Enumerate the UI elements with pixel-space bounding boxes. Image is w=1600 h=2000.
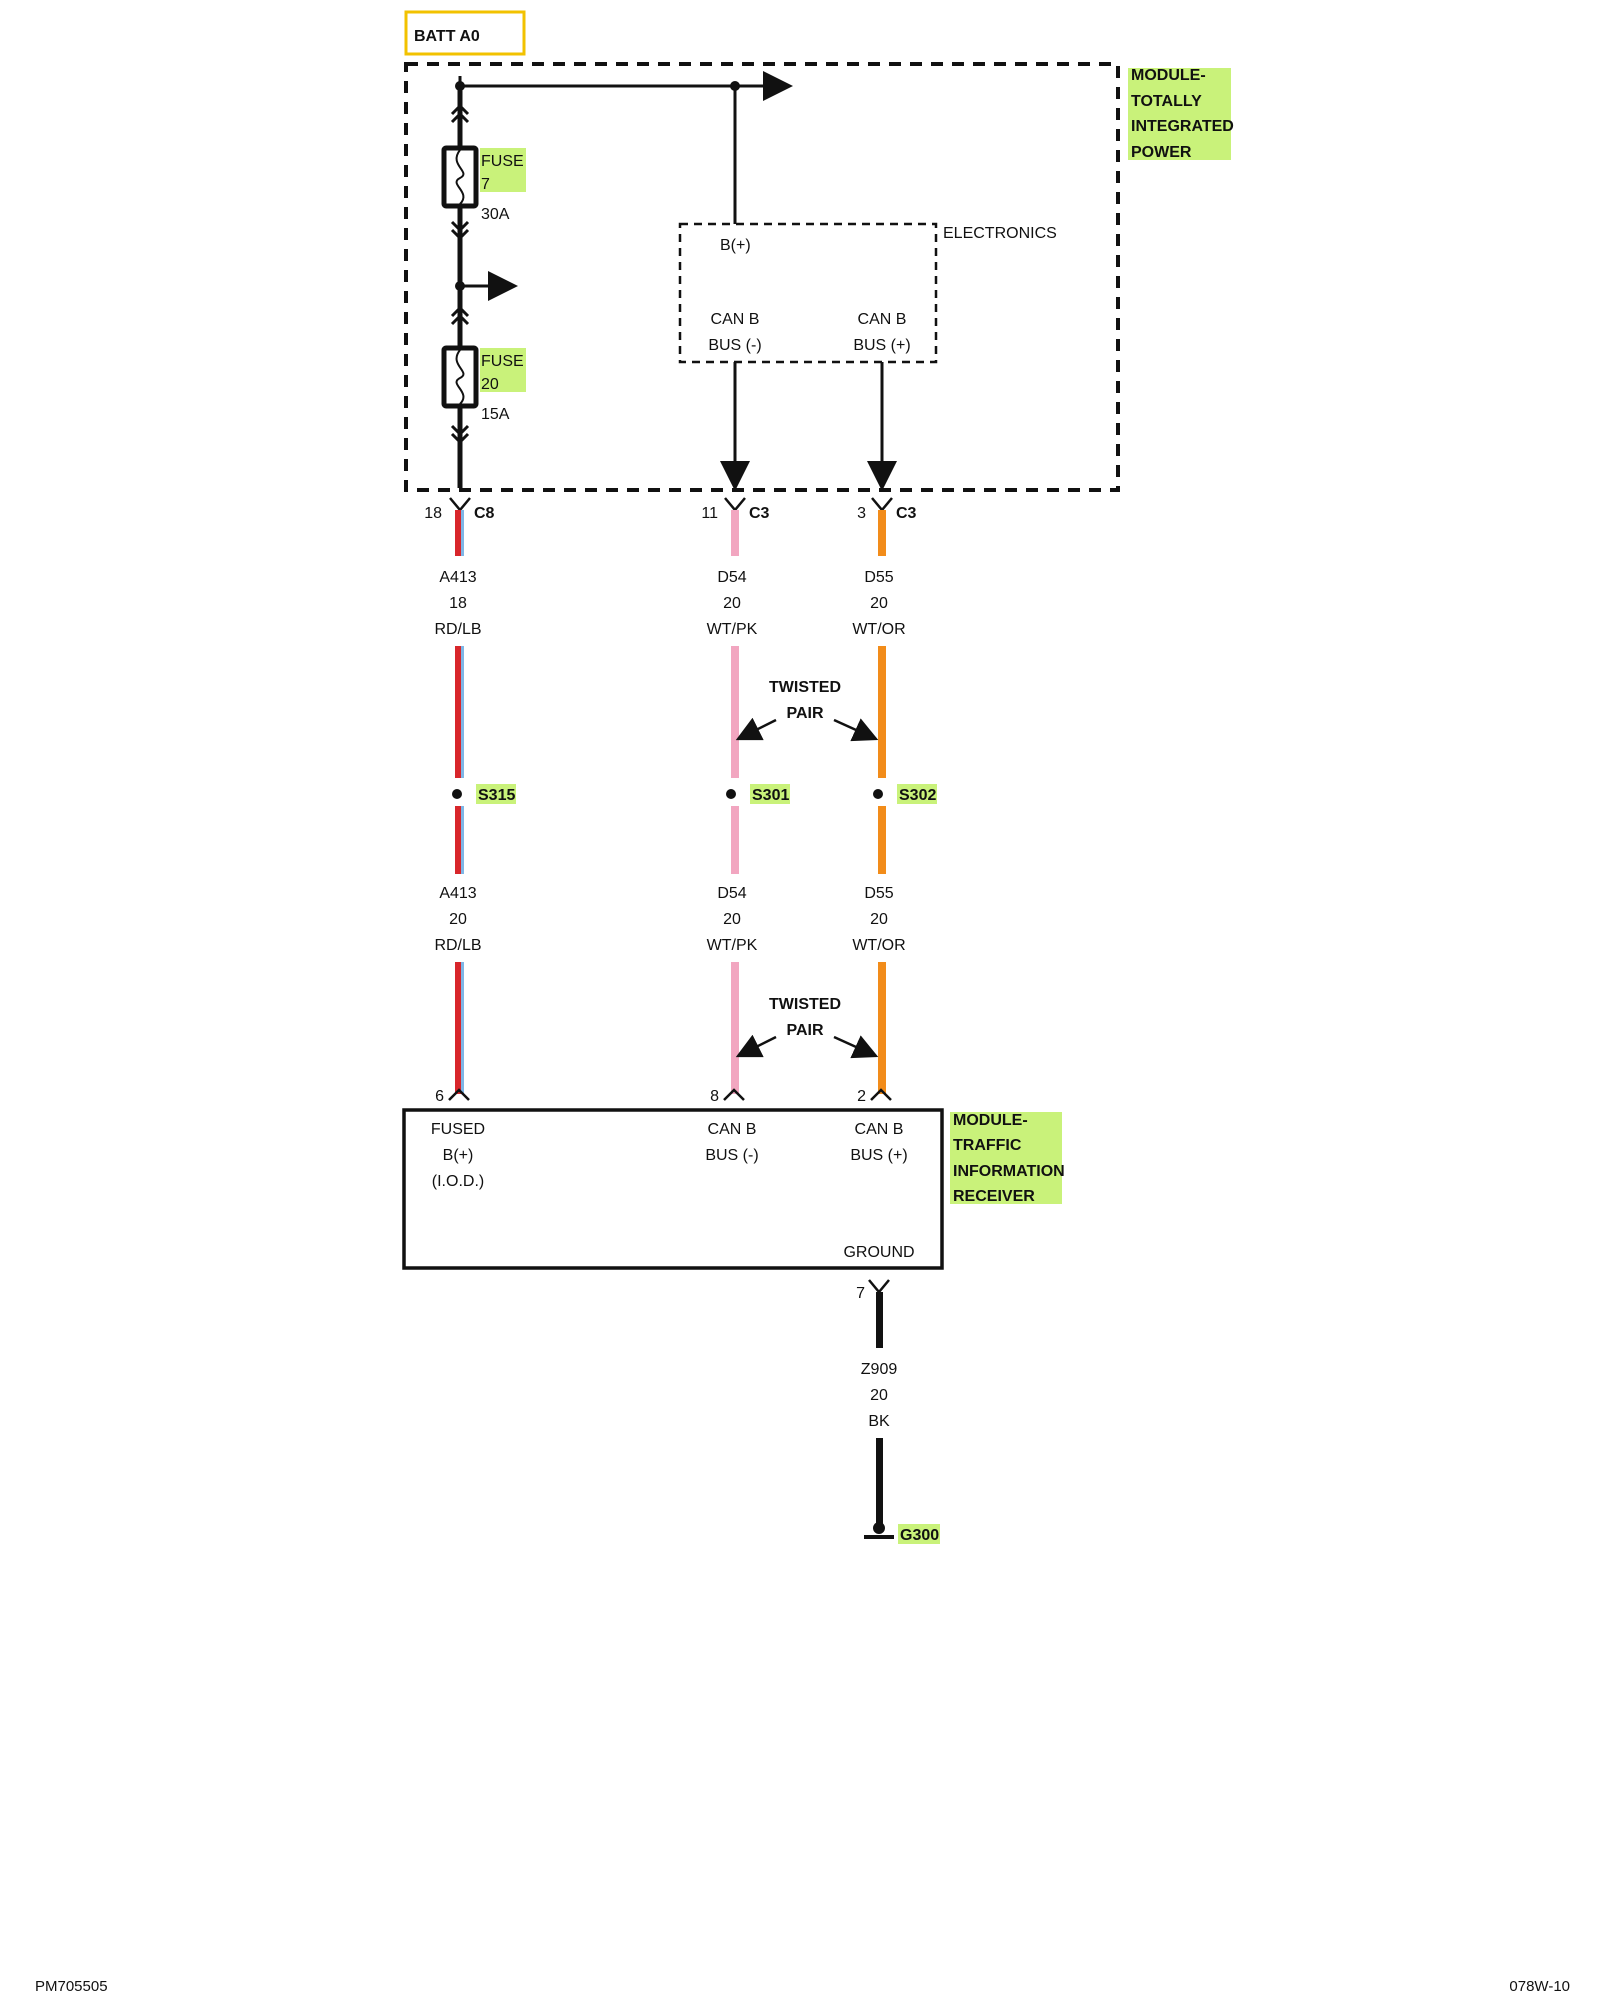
wire-lower-a413-gauge: 20 xyxy=(449,911,467,928)
splice-s315-label: S315 xyxy=(478,787,515,804)
splice-s301-label: S301 xyxy=(752,787,789,804)
fuse-20-name: FUSE xyxy=(481,353,524,370)
wire-lower-a413-color: RD/LB xyxy=(434,937,481,954)
receiver-can-minus-2: BUS (-) xyxy=(705,1147,758,1164)
receiver-title: MODULE- TRAFFIC INFORMATION RECEIVER xyxy=(950,1112,1065,1205)
wire-lower-d54-color: WT/PK xyxy=(707,937,758,954)
wire-upper-d55-gauge: 20 xyxy=(870,595,888,612)
ground-connector xyxy=(868,1279,890,1294)
battery-text: BATT A0 xyxy=(414,28,480,45)
wire-upper-d54-gauge: 20 xyxy=(723,595,741,612)
ground-wire-gauge: 20 xyxy=(870,1387,888,1404)
wire-d55 xyxy=(878,510,886,1094)
wire-z909-lower xyxy=(876,1438,883,1528)
receiver-fused-1: FUSED xyxy=(431,1121,485,1138)
receiver-title-line2: TRAFFIC xyxy=(953,1137,1022,1154)
receiver-can-plus-2: BUS (+) xyxy=(850,1147,907,1164)
connector-c8-name: C8 xyxy=(474,505,495,522)
tipm-title-line3: INTEGRATED xyxy=(1131,118,1234,135)
wire-a413 xyxy=(455,510,464,1094)
connector-c3-pin-3: 3 xyxy=(857,505,866,522)
connector-c3-pin-11: 11 xyxy=(701,505,718,522)
receiver-pin-2: 2 xyxy=(857,1088,866,1105)
receiver-pin-6: 6 xyxy=(435,1088,444,1105)
splice-s302-label: S302 xyxy=(899,787,936,804)
tipm-title-line2: TOTALLY xyxy=(1131,93,1202,110)
receiver-fused-3: (I.O.D.) xyxy=(432,1173,484,1190)
tipm-title: MODULE- TOTALLY INTEGRATED POWER xyxy=(1128,67,1234,161)
twisted-pair-lower-2: PAIR xyxy=(786,1022,823,1039)
receiver-ground-label: GROUND xyxy=(843,1244,914,1261)
fuse-7-rating: 30A xyxy=(481,206,510,223)
tipm-module-box xyxy=(404,62,1120,492)
twisted-pair-arrow xyxy=(833,1035,879,1059)
fuse-7-name: FUSE xyxy=(481,153,524,170)
receiver-pin-8: 8 xyxy=(710,1088,719,1105)
footer-right: 078W-10 xyxy=(1509,1978,1570,1995)
wire-upper-d54-color: WT/PK xyxy=(707,621,758,638)
fuse-7: FUSE 7 30A xyxy=(441,145,526,223)
splice-s302-dot xyxy=(873,789,883,799)
receiver-title-line1: MODULE- xyxy=(953,1112,1028,1129)
twisted-pair-upper-1: TWISTED xyxy=(769,679,841,696)
receiver-fused-2: B(+) xyxy=(443,1147,474,1164)
fuse-column xyxy=(450,86,470,488)
footer-left: PM705505 xyxy=(35,1978,108,1995)
connector-c3-name-a: C3 xyxy=(749,505,770,522)
fuse-7-number: 7 xyxy=(481,176,490,193)
electronics-can-minus-2: BUS (-) xyxy=(708,337,761,354)
wire-d54 xyxy=(731,510,739,1094)
receiver-can-plus-1: CAN B xyxy=(855,1121,904,1138)
branch-junction-dot xyxy=(455,281,465,291)
electronics-can-minus-1: CAN B xyxy=(711,311,760,328)
wire-upper-d55-color: WT/OR xyxy=(852,621,905,638)
wire-lower-d55-circuit: D55 xyxy=(864,885,893,902)
twisted-pair-lower-1: TWISTED xyxy=(769,996,841,1013)
wire-upper-d54-circuit: D54 xyxy=(717,569,746,586)
bus-junction-dot xyxy=(730,81,740,91)
wire-lower-d55-gauge: 20 xyxy=(870,911,888,928)
wire-lower-a413-circuit: A413 xyxy=(439,885,476,902)
twisted-pair-upper-2: PAIR xyxy=(786,705,823,722)
receiver-can-minus-1: CAN B xyxy=(708,1121,757,1138)
wire-upper-a413-gauge: 18 xyxy=(449,595,467,612)
electronics-can-plus-1: CAN B xyxy=(858,311,907,328)
connector-c3-name-b: C3 xyxy=(896,505,917,522)
electronics-box xyxy=(678,222,938,364)
ground-pin: 7 xyxy=(856,1285,865,1302)
receiver-title-line3: INFORMATION xyxy=(953,1163,1065,1180)
receiver-module-box xyxy=(402,1108,944,1270)
fuse-20-number: 20 xyxy=(481,376,499,393)
connector-c8-pin: 18 xyxy=(424,505,442,522)
wire-upper-d55-circuit: D55 xyxy=(864,569,893,586)
battery-label: BATT A0 xyxy=(404,10,526,56)
wire-lower-d54-gauge: 20 xyxy=(723,911,741,928)
receiver-title-line4: RECEIVER xyxy=(953,1188,1035,1205)
ground-wire-circuit: Z909 xyxy=(861,1361,898,1378)
electronics-label: ELECTRONICS xyxy=(943,225,1057,242)
tipm-title-line4: POWER xyxy=(1131,144,1192,161)
wire-z909-upper xyxy=(876,1292,883,1348)
bottom-connectors xyxy=(448,1088,892,1101)
ground-symbol-icon xyxy=(864,1522,894,1539)
electronics-can-plus-2: BUS (+) xyxy=(853,337,910,354)
fuse-20: FUSE 20 15A xyxy=(441,345,526,423)
wire-upper-a413-circuit: A413 xyxy=(439,569,476,586)
ground-point-label: G300 xyxy=(900,1527,939,1544)
twisted-pair-arrow xyxy=(833,718,879,742)
wire-lower-d54-circuit: D54 xyxy=(717,885,746,902)
wire-upper-a413-color: RD/LB xyxy=(434,621,481,638)
splice-s301-dot xyxy=(726,789,736,799)
twisted-pair-arrow xyxy=(735,1034,777,1058)
fuse-20-rating: 15A xyxy=(481,406,510,423)
ground-wire-color: BK xyxy=(868,1413,890,1430)
splice-s315-dot xyxy=(452,789,462,799)
twisted-pair-arrow xyxy=(735,717,777,741)
top-connectors xyxy=(449,497,893,512)
electronics-bplus: B(+) xyxy=(720,237,751,254)
tipm-title-line1: MODULE- xyxy=(1131,67,1206,84)
wire-lower-d55-color: WT/OR xyxy=(852,937,905,954)
